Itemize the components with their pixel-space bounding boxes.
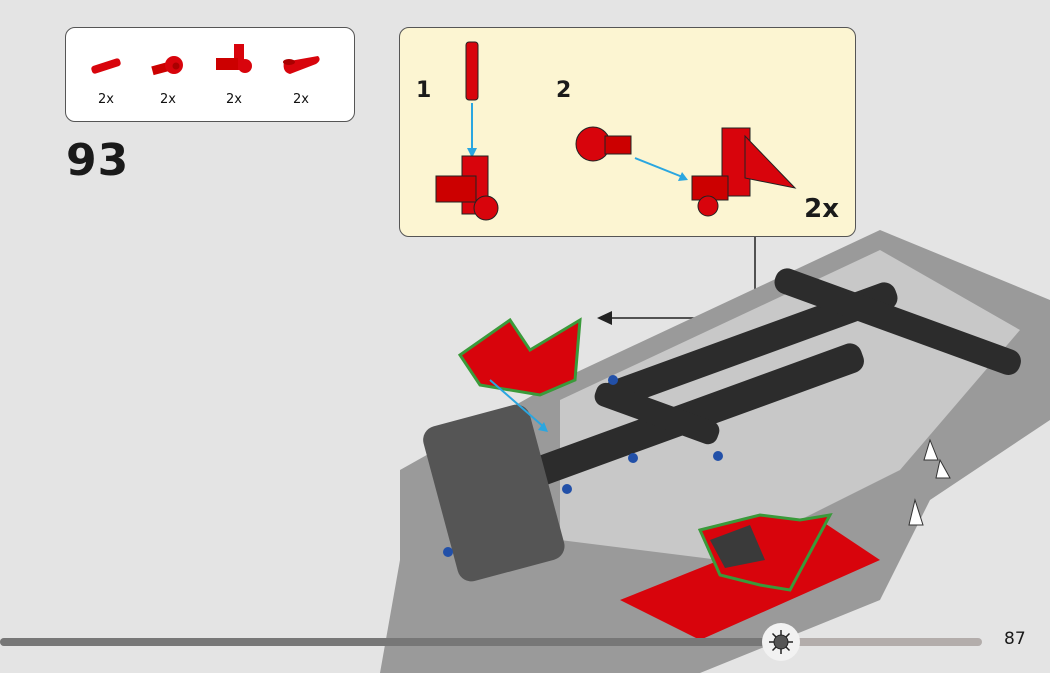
part-qty: 2x bbox=[98, 92, 114, 107]
subassembly-multiplier: 2x bbox=[804, 194, 839, 224]
progress-bar[interactable] bbox=[0, 623, 982, 661]
part-axle-connector: 2x bbox=[138, 50, 198, 107]
axle-pin-icon bbox=[91, 58, 121, 74]
part-perpendicular-connector: 2x bbox=[204, 44, 264, 107]
axle-connector-icon bbox=[151, 56, 183, 76]
progress-fill bbox=[0, 638, 781, 646]
progress-thumb[interactable] bbox=[761, 623, 800, 661]
page-number: 87 bbox=[1004, 629, 1026, 649]
part-qty: 2x bbox=[226, 92, 242, 107]
part-qty: 2x bbox=[160, 92, 176, 107]
subassembly-callout: 1 2 2x bbox=[399, 27, 856, 237]
sun-gear-icon bbox=[768, 630, 793, 654]
tooth-icon bbox=[283, 56, 320, 74]
subassembly-illustration bbox=[435, 41, 797, 221]
perpendicular-connector-icon bbox=[216, 44, 252, 73]
parts-list-callout: 2x 2x 2x 2x bbox=[65, 27, 355, 122]
substep-number: 2 bbox=[556, 78, 572, 103]
substep-number: 1 bbox=[416, 78, 432, 103]
part-tooth: 2x bbox=[271, 50, 331, 107]
part-qty: 2x bbox=[293, 92, 309, 107]
part-axle-pin: 2x bbox=[76, 50, 136, 107]
step-number: 93 bbox=[66, 135, 130, 186]
